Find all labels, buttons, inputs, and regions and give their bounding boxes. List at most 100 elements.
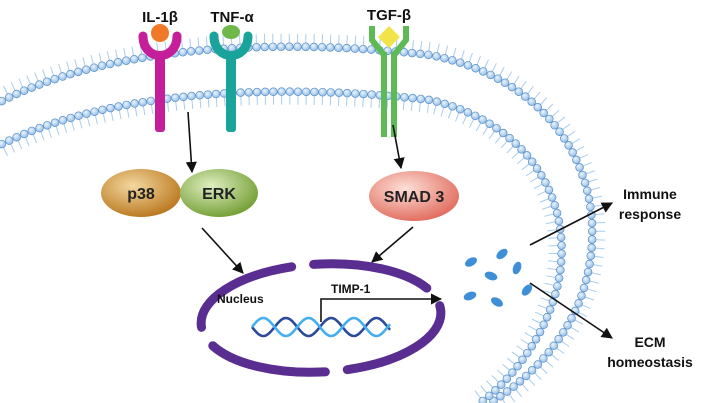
secreted-timp1 [463, 248, 533, 307]
lipid-head [334, 43, 343, 53]
lipid-head [448, 56, 457, 65]
lipid-head [549, 341, 559, 351]
lipid-head [584, 194, 594, 204]
lipid-head [498, 128, 508, 138]
lipid-head [129, 54, 139, 64]
lipid-head [146, 96, 156, 106]
lipid-head [285, 42, 294, 51]
lipid-head [505, 133, 514, 143]
lipid-head [521, 92, 530, 101]
lipid-head [432, 52, 441, 61]
lipid-head [12, 132, 21, 142]
lipid-head [121, 56, 131, 65]
lipid-head [455, 58, 465, 67]
lipid-head [496, 380, 506, 389]
lipid-head [532, 164, 542, 173]
lipid-head [58, 116, 68, 125]
lipid-head [408, 93, 417, 103]
lipid-head [19, 129, 29, 139]
lipid-head [269, 87, 278, 97]
lipid-head [66, 69, 75, 79]
lipid-head [35, 123, 44, 133]
lipid-head [486, 70, 495, 80]
lipid-head [309, 42, 319, 52]
lipid-head [582, 186, 592, 196]
il1b-receptor: IL-1β [138, 9, 182, 132]
lipid-head [0, 96, 7, 106]
lipid-head [170, 93, 180, 103]
lipid-head [567, 313, 576, 323]
lipid-head [523, 348, 532, 358]
lipid-head [342, 88, 352, 98]
lipid-head [194, 46, 204, 55]
immune-line2: response [619, 206, 681, 222]
lipid-head [533, 360, 543, 369]
lipid-head [19, 86, 29, 95]
lipid-head [478, 396, 488, 403]
lipid-head [586, 202, 595, 212]
tgfb-label: TGF-β [367, 7, 411, 24]
lipid-head [508, 368, 517, 377]
p38-node: p38 [101, 169, 181, 217]
lipid-head [211, 89, 221, 99]
lipid-head [416, 49, 425, 59]
timp1-label: TIMP-1 [331, 282, 371, 296]
lipid-head [178, 48, 188, 57]
lipid-head [260, 42, 269, 52]
lipid-head [586, 251, 596, 261]
lipid-head [12, 89, 21, 99]
lipid-head [514, 87, 524, 96]
lipid-head [553, 281, 562, 291]
immune-line1: Immune [623, 186, 677, 202]
lipid-head [527, 366, 537, 375]
lipid-head [564, 141, 573, 150]
lipid-head [515, 377, 525, 386]
smad3-label: SMAD 3 [384, 189, 445, 206]
lipid-head [367, 90, 377, 99]
lipid-head [50, 74, 59, 84]
lipid-head [97, 61, 107, 71]
smad3-node: SMAD 3 [369, 171, 459, 221]
lipid-head [580, 178, 590, 188]
lipid-head [558, 328, 568, 337]
lipid-head [399, 48, 409, 57]
lipid-head [81, 65, 91, 74]
erk-node: ERK [180, 169, 258, 217]
lipid-head [114, 102, 123, 111]
lipid-head [507, 82, 517, 92]
lipid-head [557, 241, 566, 250]
lipid-head [547, 193, 557, 202]
lipid-head [424, 50, 433, 60]
arrow-to-immune-response [529, 202, 613, 246]
lipid-head [492, 123, 501, 133]
lipid-head [138, 53, 147, 63]
secreted-timp1-particle [465, 257, 477, 267]
lipid-head [195, 91, 204, 100]
lipid-head [74, 111, 83, 121]
lipid-head [581, 275, 591, 285]
lipid-head [539, 108, 548, 118]
lipid-head [203, 45, 212, 55]
erk-label: ERK [202, 186, 236, 203]
arrow-smad3-to-nucleus [371, 226, 414, 263]
tgfb-ligand [378, 26, 400, 48]
lipid-head [334, 88, 344, 98]
lipid-head [527, 97, 536, 107]
lipid-head [533, 103, 543, 112]
lipid-head [440, 53, 449, 63]
il1b-receptor-stem [155, 52, 165, 132]
lipid-head [478, 115, 487, 124]
lipid-head [326, 43, 335, 52]
lipid-head [4, 136, 14, 145]
lipid-head [545, 114, 554, 124]
lipid-head [574, 299, 583, 308]
lipid-head [106, 103, 115, 113]
lipid-head [58, 72, 67, 81]
lipid-head [587, 218, 597, 228]
lipid-head [563, 321, 572, 330]
lipid-head [522, 151, 532, 160]
lipid-head [587, 227, 597, 236]
lipid-head [554, 334, 563, 344]
lipid-head [277, 87, 286, 96]
